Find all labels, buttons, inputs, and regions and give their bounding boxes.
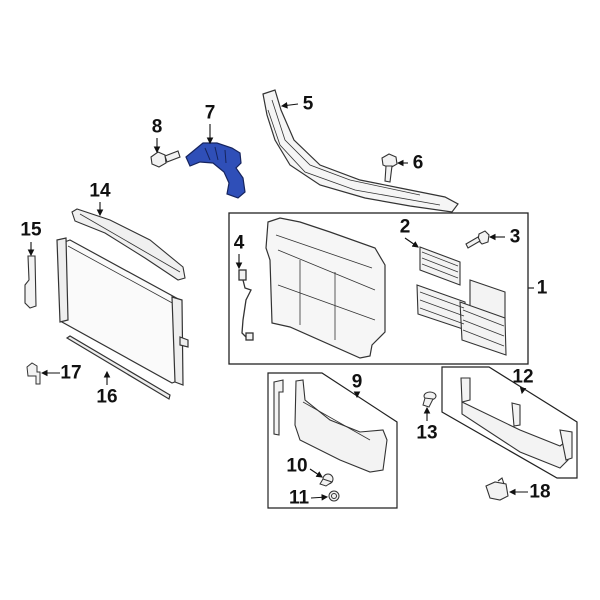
callout-8[interactable]: 8 (151, 116, 163, 138)
callout-7[interactable]: 7 (204, 102, 216, 124)
callout-3[interactable]: 3 (509, 226, 521, 248)
group-box-12 (441, 366, 578, 479)
callout-18[interactable]: 18 (529, 481, 551, 503)
connector-part-18 (485, 477, 509, 501)
callout-2[interactable]: 2 (399, 216, 411, 238)
shutter-grille-part-2 (416, 246, 507, 356)
callout-17[interactable]: 17 (60, 362, 82, 384)
callout-13[interactable]: 13 (416, 422, 438, 444)
callout-15[interactable]: 15 (20, 219, 42, 241)
shutter-frame-part-1 (265, 217, 386, 359)
wiring-harness-part-4 (238, 269, 254, 341)
lower-bracket-part-9 (273, 379, 388, 473)
callout-16[interactable]: 16 (96, 386, 118, 408)
clip-part-17 (26, 362, 41, 385)
bolt-part-8 (150, 150, 181, 168)
side-seal-part-15 (24, 255, 37, 309)
fastener-part-10 (319, 473, 334, 487)
upper-support-beam-part-5 (262, 89, 459, 213)
callout-6[interactable]: 6 (412, 152, 424, 174)
callout-1[interactable]: 1 (536, 277, 548, 299)
callout-9[interactable]: 9 (351, 371, 363, 393)
group-box-9 (267, 372, 398, 509)
push-pin-part-13 (422, 391, 437, 408)
callout-12[interactable]: 12 (512, 366, 534, 388)
callout-14[interactable]: 14 (89, 180, 111, 202)
upper-bracket-part-14 (71, 208, 186, 281)
lower-deflector-part-12 (460, 377, 573, 469)
radiator-assembly (56, 237, 189, 386)
callout-10[interactable]: 10 (286, 455, 308, 477)
callout-5[interactable]: 5 (302, 93, 314, 115)
callout-11[interactable]: 11 (288, 487, 310, 509)
callout-4[interactable]: 4 (233, 232, 245, 254)
fastener-part-11 (328, 490, 340, 502)
bracket-part-7-highlighted (185, 142, 246, 199)
bolt-part-6 (381, 153, 398, 183)
bolt-part-3 (465, 230, 490, 249)
lower-seal-part-16 (65, 335, 171, 400)
